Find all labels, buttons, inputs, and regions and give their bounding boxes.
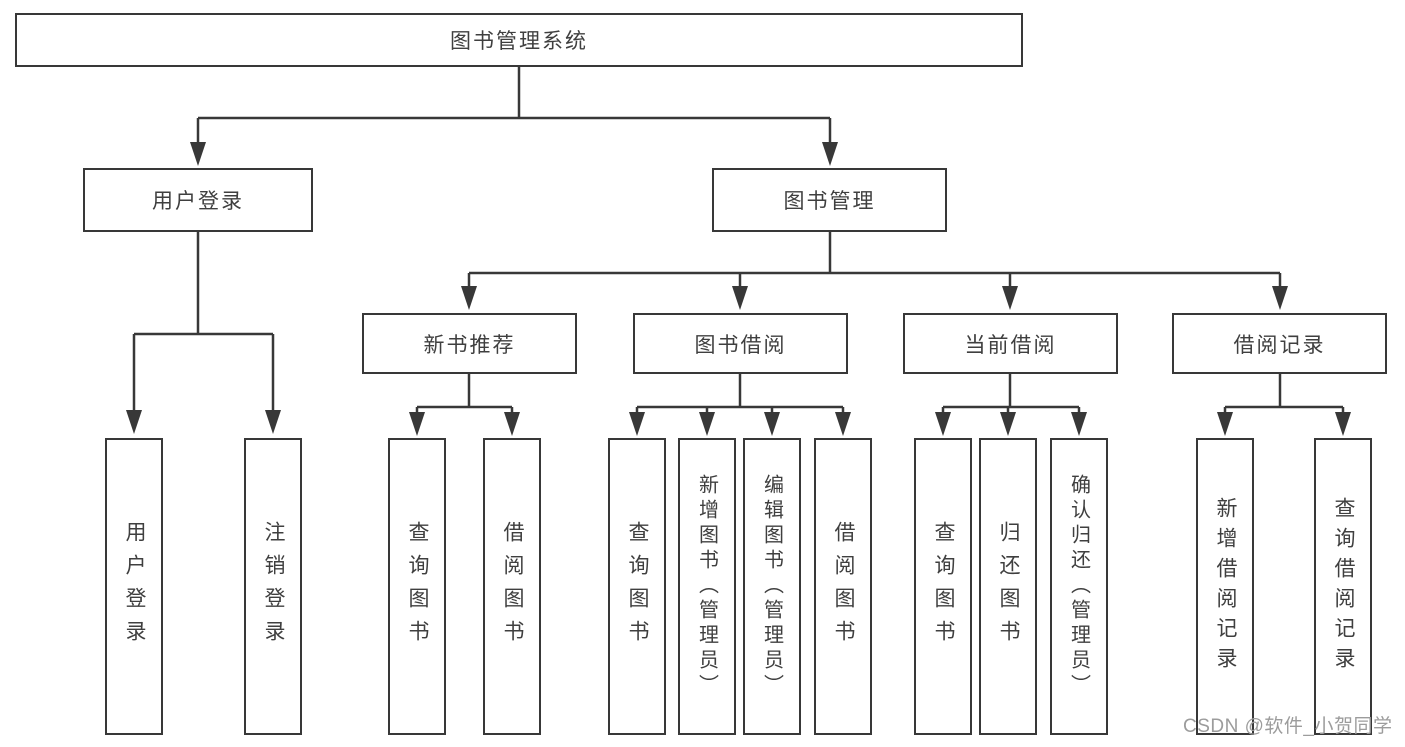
node-system-root: 图书管理系统 bbox=[15, 13, 1023, 67]
leaf-borrow-books-1: 借阅图书 bbox=[483, 438, 541, 735]
node-current-borrow: 当前借阅 bbox=[903, 313, 1118, 374]
leaf-user-login: 用户登录 bbox=[105, 438, 163, 735]
node-user-login: 用户登录 bbox=[83, 168, 313, 232]
leaf-add-borrow-record: 新增借阅记录 bbox=[1196, 438, 1254, 735]
leaf-query-books-2: 查询图书 bbox=[608, 438, 666, 735]
leaf-add-book-admin: 新增图书（管理员） bbox=[678, 438, 736, 735]
node-borrow-records: 借阅记录 bbox=[1172, 313, 1387, 374]
leaf-return-book: 归还图书 bbox=[979, 438, 1037, 735]
watermark: CSDN @软件_小贺同学 bbox=[1183, 716, 1393, 737]
leaf-query-borrow-record: 查询借阅记录 bbox=[1314, 438, 1372, 735]
leaf-logout: 注销登录 bbox=[244, 438, 302, 735]
node-new-book-recommend: 新书推荐 bbox=[362, 313, 577, 374]
node-book-borrow: 图书借阅 bbox=[633, 313, 848, 374]
leaf-query-books-3: 查询图书 bbox=[914, 438, 972, 735]
leaf-confirm-return-admin: 确认归还（管理员） bbox=[1050, 438, 1108, 735]
node-book-management: 图书管理 bbox=[712, 168, 947, 232]
leaf-query-books-1: 查询图书 bbox=[388, 438, 446, 735]
leaf-edit-book-admin: 编辑图书（管理员） bbox=[743, 438, 801, 735]
leaf-borrow-books-2: 借阅图书 bbox=[814, 438, 872, 735]
